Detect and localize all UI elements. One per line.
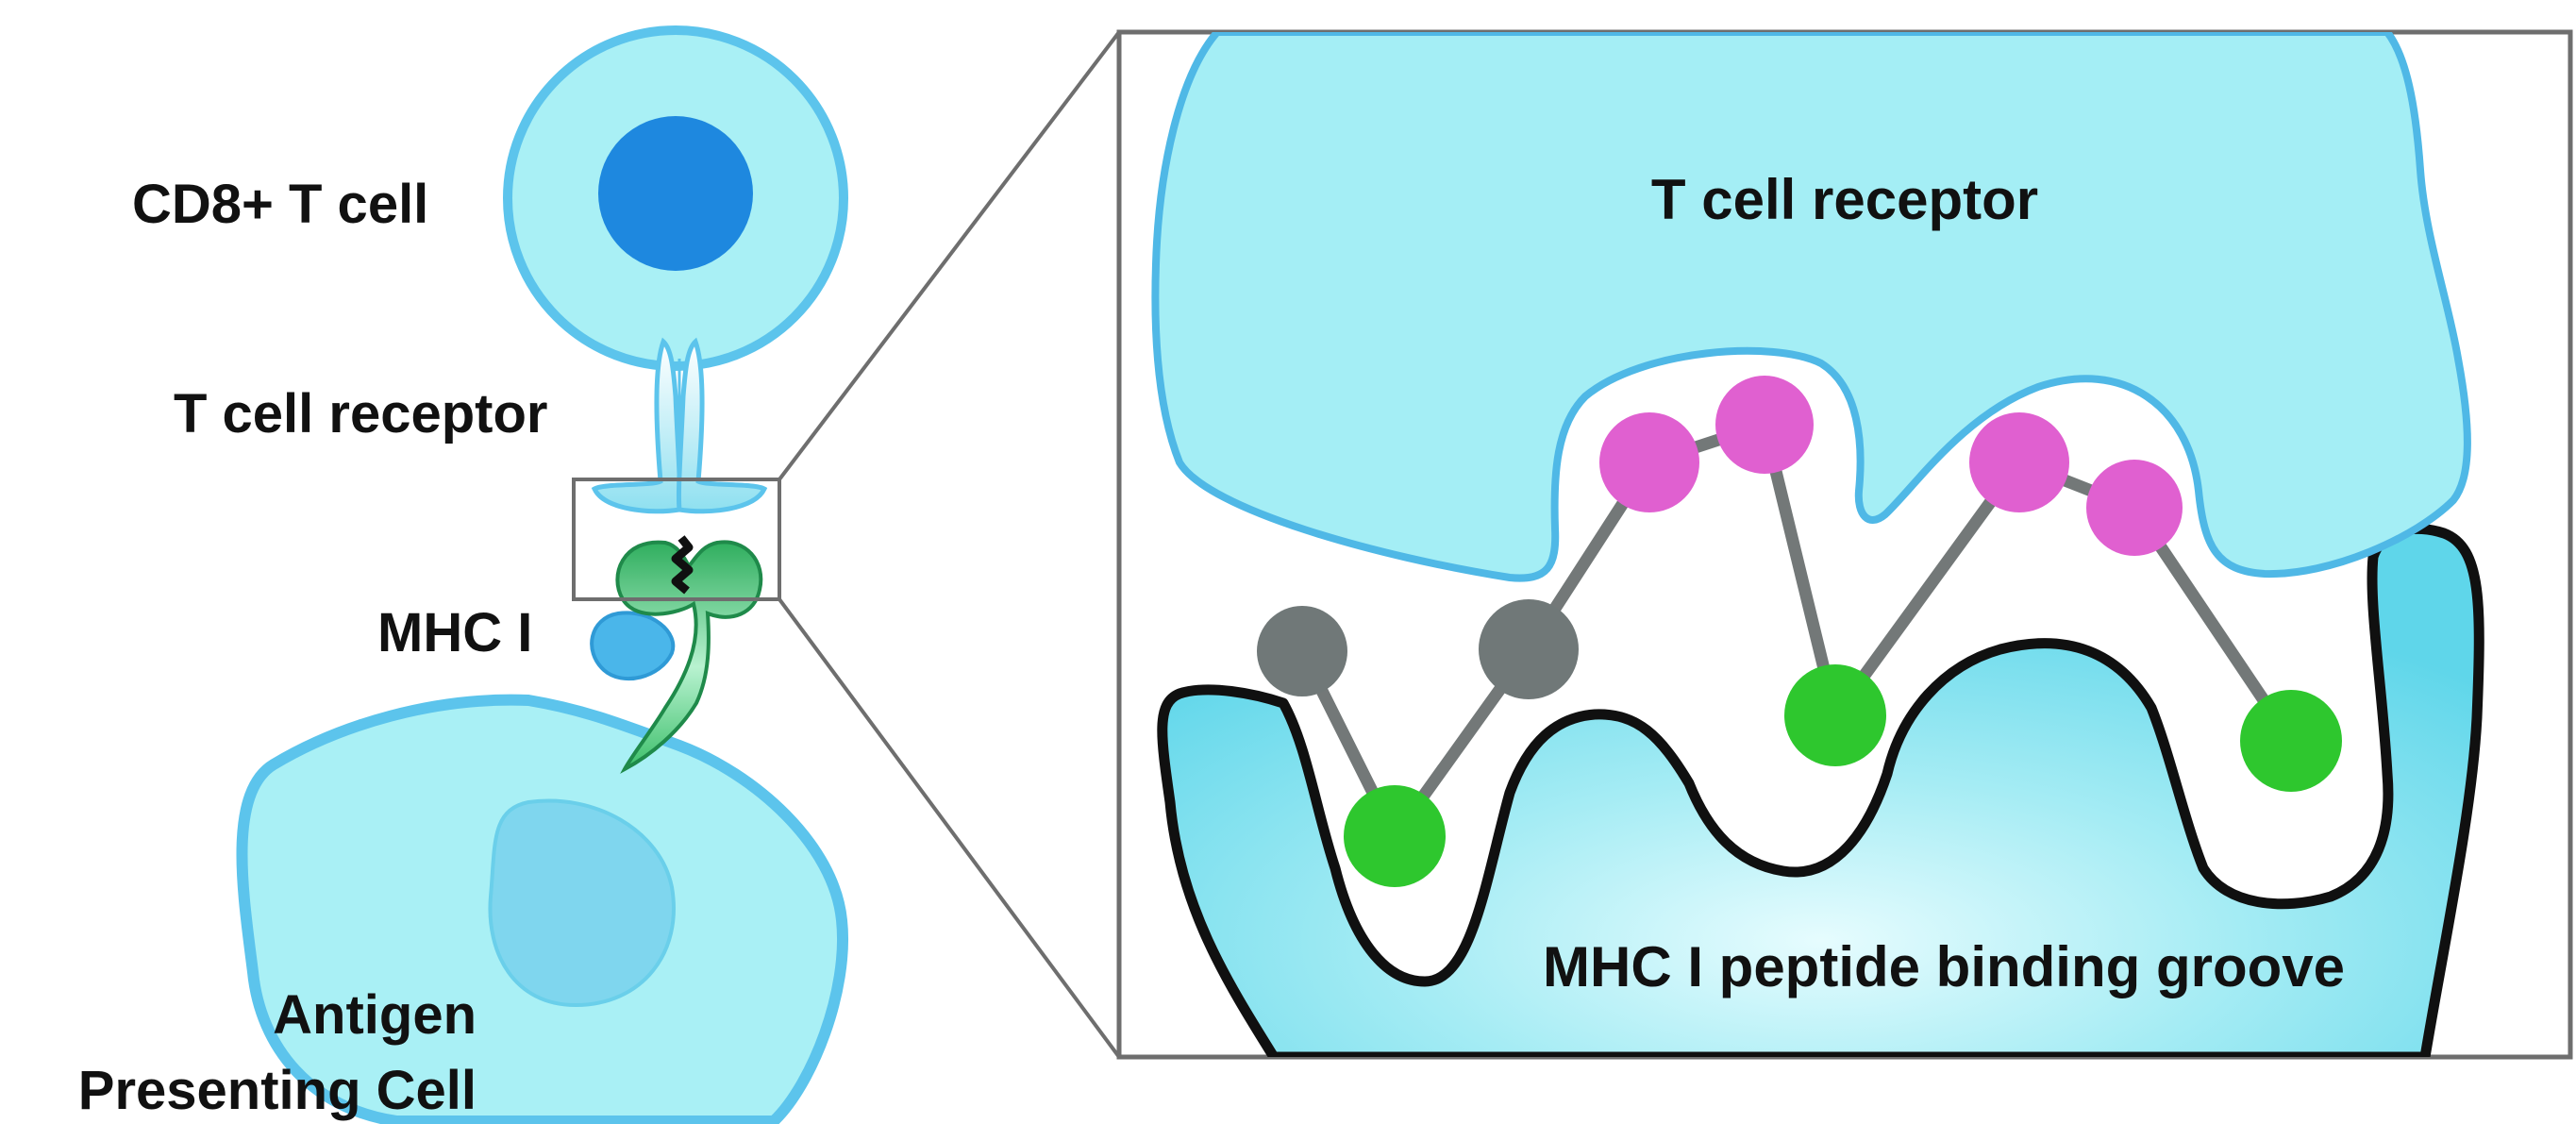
antigen-presenting-cell xyxy=(236,694,848,1124)
peptide-residue xyxy=(1479,599,1579,699)
peptide-residue xyxy=(1715,376,1814,474)
beta2-microglobulin xyxy=(590,611,676,680)
label-mhc-i: MHC I xyxy=(377,602,532,663)
zoom-connector-top xyxy=(778,30,1121,481)
zoom-region-box xyxy=(572,478,781,601)
t-cell-nucleus xyxy=(598,116,753,271)
label-zoom-groove: MHC I peptide binding groove xyxy=(1543,935,2345,998)
peptide-residue xyxy=(1969,412,2069,512)
peptide-residues xyxy=(1257,376,2342,887)
label-cd8-t-cell: CD8+ T cell xyxy=(132,174,428,235)
zoom-panel: T cell receptor MHC I peptide binding gr… xyxy=(1116,29,2573,1060)
apc-nucleus xyxy=(488,798,676,1008)
peptide-residue xyxy=(2086,460,2183,556)
peptide-residue xyxy=(1344,785,1446,887)
zoom-connector-bottom xyxy=(778,597,1121,1059)
label-apc-line1: Antigen xyxy=(273,984,477,1046)
cd8-t-cell xyxy=(503,25,848,371)
tcr-large xyxy=(1151,32,2471,582)
peptide-residue xyxy=(2240,690,2342,792)
label-zoom-t-cell-receptor: T cell receptor xyxy=(1651,168,2038,231)
peptide-residue xyxy=(1257,606,1347,696)
peptide-residue xyxy=(1784,664,1886,766)
peptide-residue xyxy=(1599,412,1699,512)
label-t-cell-receptor: T cell receptor xyxy=(174,383,547,445)
tcr-small xyxy=(591,337,768,514)
label-apc-line2: Presenting Cell xyxy=(78,1060,477,1121)
mhc-groove xyxy=(1157,523,2484,1057)
